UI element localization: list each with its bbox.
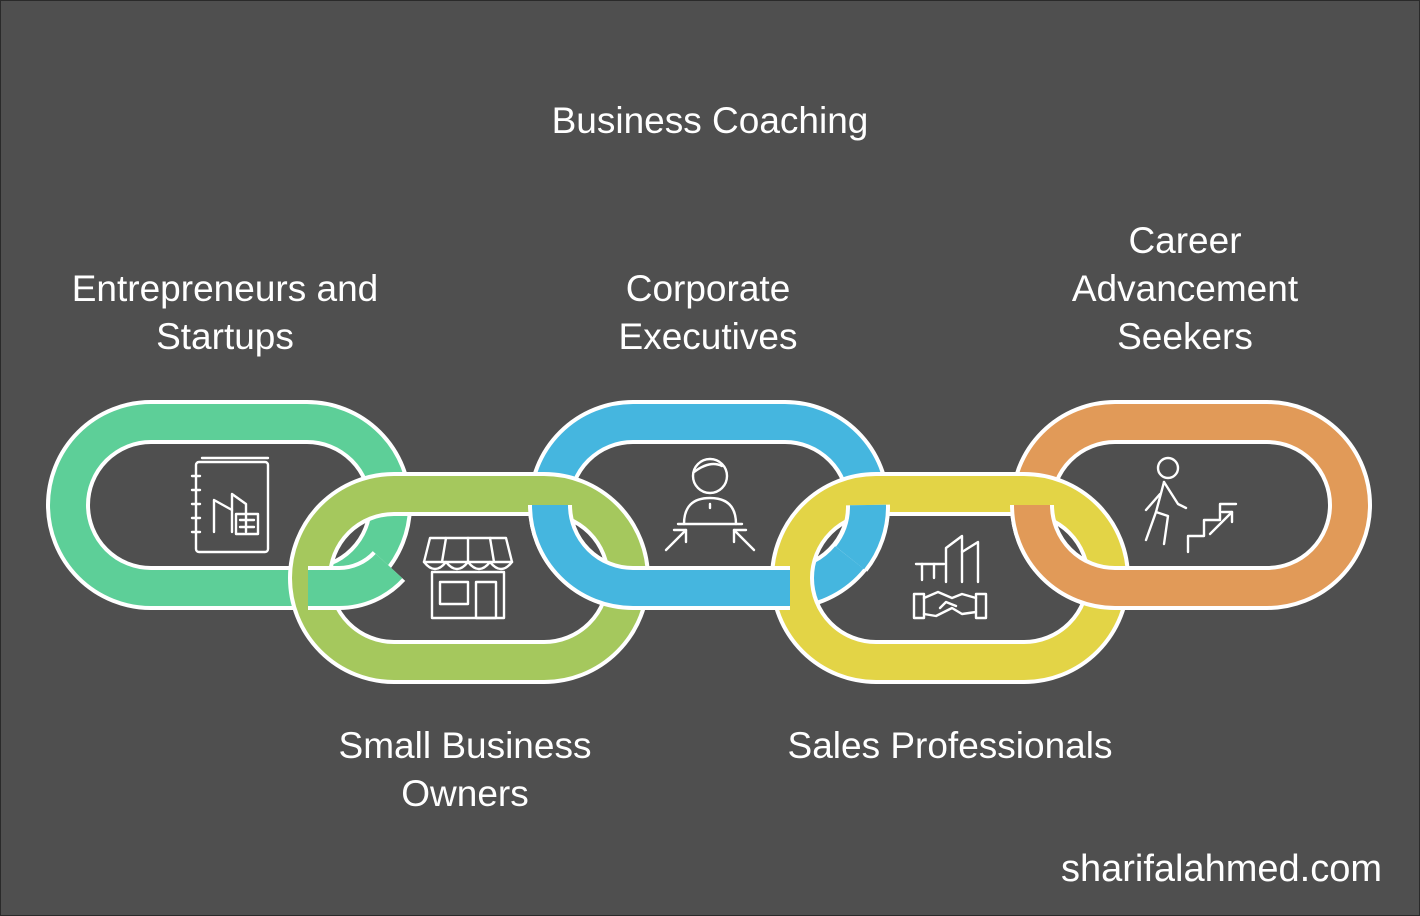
label-career-advancement-seekers: Career Advancement Seekers	[1071, 220, 1299, 357]
climbing-stairs-icon	[1144, 456, 1238, 554]
chain-overlap-pieces	[308, 504, 1130, 610]
handshake-deal-icon	[912, 534, 988, 620]
storefront-icon	[422, 536, 514, 620]
label-corporate-executives: Corporate Executives	[618, 268, 798, 357]
footer-website: sharifalahmed.com	[1060, 848, 1382, 890]
business-plan-book-icon	[190, 456, 270, 554]
label-entrepreneurs-startups: Entrepreneurs and Startups	[71, 268, 379, 357]
diagram-title: Business Coaching	[551, 100, 869, 141]
label-small-business-owners: Small Business Owners	[338, 725, 592, 814]
label-sales-professionals: Sales Professionals	[787, 725, 1113, 766]
executive-person-icon	[664, 457, 756, 552]
